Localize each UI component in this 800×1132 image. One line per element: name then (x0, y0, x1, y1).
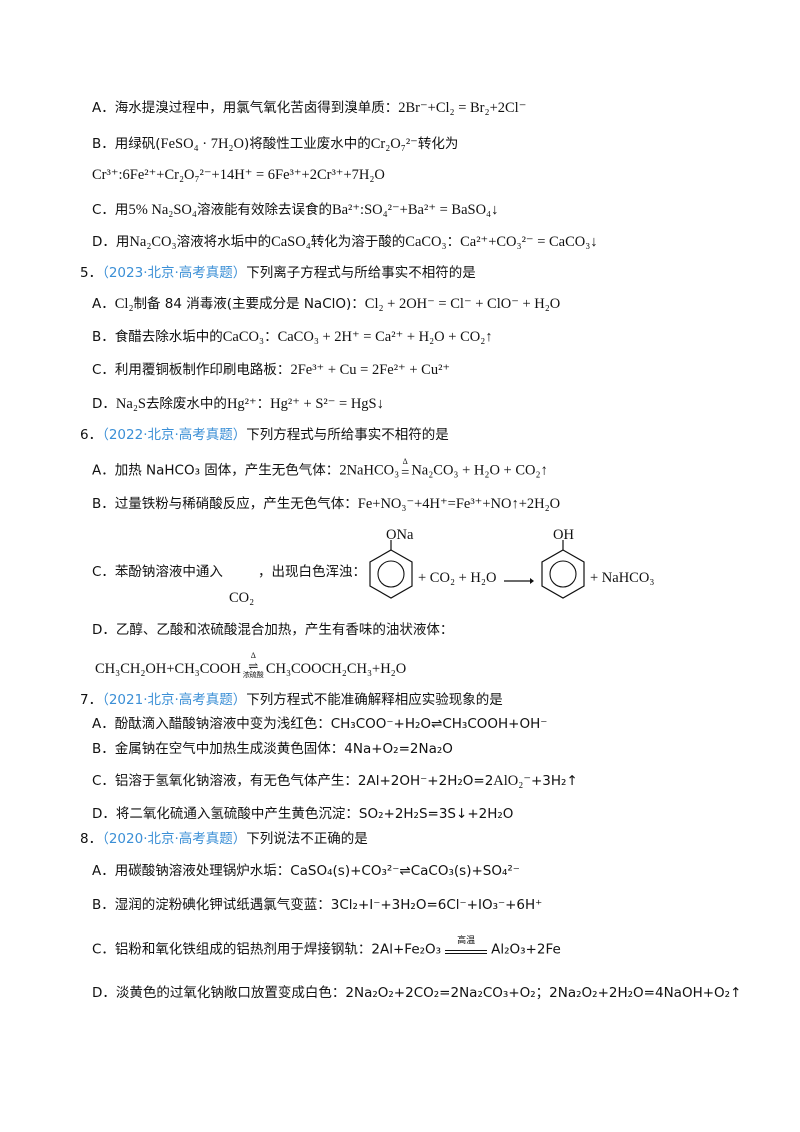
q5-option-d[interactable]: D．Na₂S去除废水中的Hg²⁺：Hg²⁺ + S²⁻ = HgS↓ (92, 396, 384, 412)
q4-option-c[interactable]: C．用5% Na₂SO₄溶液能有效除去误食的Ba²⁺:SO₄²⁻+Ba²⁺ = … (92, 202, 499, 218)
q6-c-co2: CO₂ (229, 590, 255, 606)
q6-c-text: ，出现白色浑浊： (258, 564, 366, 580)
phenol-ring-icon (541, 540, 585, 599)
q8-option-a[interactable]: A．用碳酸钠溶液处理锅炉水垢：CaSO₄(s)+CO₃²⁻⇌CaCO₃(s)+S… (92, 863, 520, 879)
q8-source: （2020·北京·高考真题） (102, 831, 247, 847)
q7-option-d[interactable]: D．将二氧化硫通入氢硫酸中产生黄色沉淀：SO₂+2H₂S=3S↓+2H₂O (92, 806, 514, 822)
q4-option-b-equation: Cr³⁺:6Fe²⁺+Cr₂O₇²⁻+14H⁺ = 6Fe³⁺+2Cr³⁺+7H… (92, 167, 385, 183)
q6-stem: 6．（2022·北京·高考真题）下列方程式与所给事实不相符的是 (80, 427, 449, 443)
q7-stem: 7．（2021·北京·高考真题）下列方程式不能准确解释相应实验现象的是 (80, 692, 503, 708)
q5-stem: 5．（2023·北京·高考真题）下列离子方程式与所给事实不相符的是 (80, 265, 476, 281)
q5-option-c[interactable]: C．利用覆铜板制作印刷电路板：2Fe³⁺ + Cu = 2Fe²⁺ + Cu²⁺ (92, 362, 451, 378)
q8-option-d[interactable]: D．淡黄色的过氧化钠敞口放置变成白色：2Na₂O₂+2CO₂=2Na₂CO₃+O… (92, 985, 742, 1001)
q8-option-b[interactable]: B．湿润的淀粉碘化钾试纸遇氯气变蓝：3Cl₂+I⁻+3H₂O=6Cl⁻+IO₃⁻… (92, 897, 543, 913)
q5-option-a[interactable]: A．Cl₂制备 84 消毒液(主要成分是 NaClO)：Cl₂ + 2OH⁻ =… (92, 296, 561, 312)
q4-option-d[interactable]: D．用Na₂CO₃溶液将水垢中的CaSO₄转化为溶于酸的CaCO₃：Ca²⁺+C… (92, 234, 598, 250)
q6-c-plus1: + CO₂ + H₂O (418, 570, 497, 586)
product-substituent: OH (553, 527, 574, 543)
q7-option-c[interactable]: C．铝溶于氢氧化钠溶液，有无色气体产生：2Al+2OH⁻+2H₂O=2AlO₂⁻… (92, 773, 578, 789)
q7-source: （2021·北京·高考真题） (102, 692, 247, 708)
q6-option-b[interactable]: B．过量铁粉与稀硝酸反应，产生无色气体：Fe+NO₃⁻+4H⁺=Fe³⁺+NO↑… (92, 496, 561, 512)
esterification-condition: Δ⇌浓硫酸 (242, 651, 264, 679)
q7-option-b[interactable]: B．金属钠在空气中加热生成淡黄色固体：4Na+O₂=2Na₂O (92, 741, 453, 757)
q5-source: （2023·北京·高考真题） (102, 265, 247, 281)
reaction-arrow-icon (504, 578, 534, 584)
q5-option-b[interactable]: B．食醋去除水垢中的CaCO₃：CaCO₃ + 2H⁺ = Ca²⁺ + H₂O… (92, 329, 493, 345)
high-temp-condition: 高温 (443, 937, 489, 960)
q6-c-plus2: + NaHCO₃ (590, 570, 655, 586)
q7-option-a[interactable]: A．酚酞滴入醋酸钠溶液中变为浅红色：CH₃COO⁻+H₂O⇌CH₃COOH+OH… (92, 716, 548, 732)
q4-option-b[interactable]: B．用绿矾(FeSO₄ · 7H₂O)将酸性工业废水中的Cr₂O₇²⁻转化为 (92, 136, 459, 152)
q6-option-c[interactable]: C．苯酚钠溶液中通入 (92, 564, 223, 580)
q6-option-d[interactable]: D．乙醇、乙酸和浓硫酸混合加热，产生有香味的油状液体： (92, 622, 454, 638)
q8-stem: 8．（2020·北京·高考真题）下列说法不正确的是 (80, 831, 368, 847)
q6-source: （2022·北京·高考真题） (102, 427, 247, 443)
reactant-substituent: ONa (386, 527, 414, 543)
heat-condition: Δ= (401, 457, 410, 481)
q4-option-a[interactable]: A．海水提溴过程中，用氯气氧化苦卤得到溴单质：2Br⁻+Cl₂ = Br₂+2C… (92, 100, 527, 116)
phenoxide-ring-icon (369, 540, 413, 599)
